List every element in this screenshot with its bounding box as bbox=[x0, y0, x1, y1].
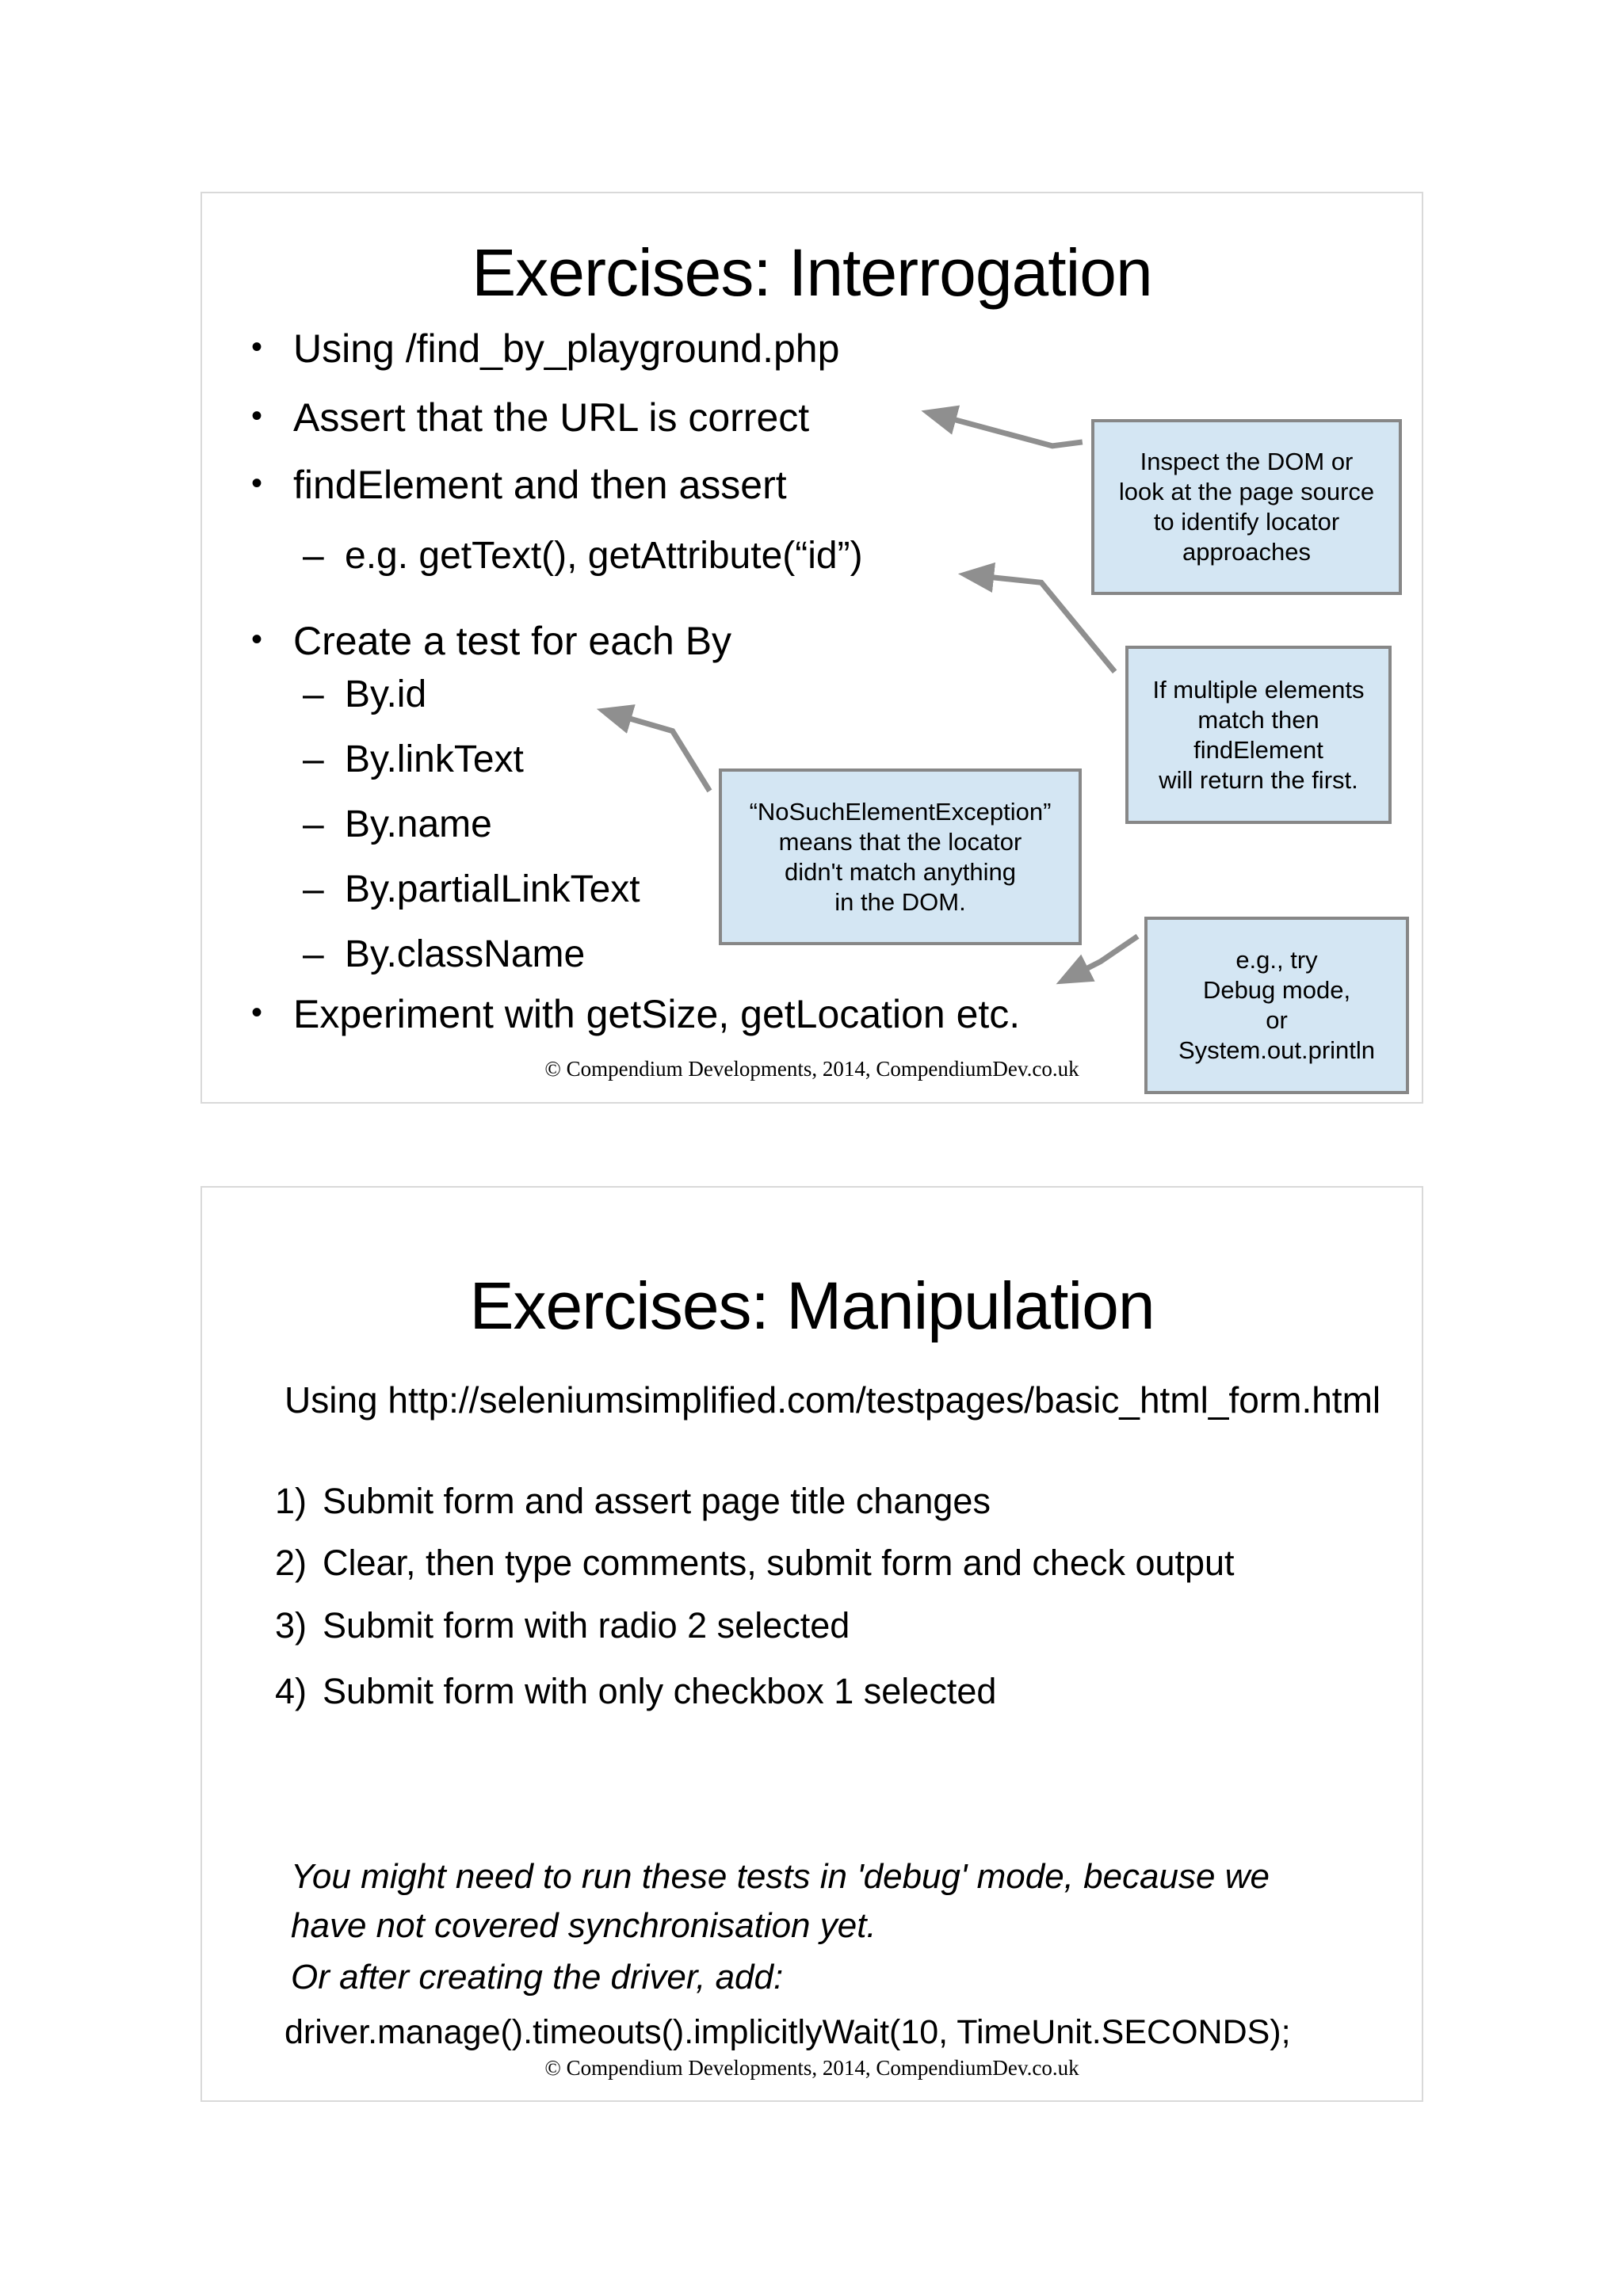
arrow-nosuchelement bbox=[596, 704, 712, 793]
dash-icon: – bbox=[303, 673, 324, 715]
callout-line: findElement bbox=[1193, 735, 1323, 764]
slide-interrogation: Exercises: Interrogation • Using /find_b… bbox=[200, 192, 1423, 1104]
callout-line: Inspect the DOM or bbox=[1140, 448, 1354, 475]
dash-icon: – bbox=[303, 535, 324, 577]
slide2-title: Exercises: Manipulation bbox=[469, 1268, 1155, 1343]
callout-debug-mode: e.g., try Debug mode, or System.out.prin… bbox=[1144, 917, 1409, 1094]
callout-line: look at the page source bbox=[1118, 478, 1375, 505]
item-text: Clear, then type comments, submit form a… bbox=[323, 1543, 1235, 1583]
callout-line: or bbox=[1266, 1006, 1288, 1034]
callout-line: Debug mode, bbox=[1202, 976, 1351, 1004]
bullet-text: findElement and then assert bbox=[293, 463, 787, 507]
slide1-copyright: © Compendium Developments, 2014, Compend… bbox=[544, 1057, 1079, 1081]
dash-icon: – bbox=[303, 868, 324, 910]
bullet-text: By.partialLinkText bbox=[345, 868, 640, 910]
bullet-text: By.name bbox=[345, 803, 492, 845]
dash-icon: – bbox=[303, 738, 324, 780]
callout-line: to identify locator bbox=[1153, 508, 1340, 536]
bullet-text: Create a test for each By bbox=[293, 619, 732, 663]
bullet-icon: • bbox=[251, 995, 263, 1030]
callout-line: match then bbox=[1197, 705, 1319, 734]
bullet-text: Assert that the URL is correct bbox=[293, 395, 810, 440]
slide-manipulation: Exercises: Manipulation Using http://sel… bbox=[200, 1186, 1423, 2102]
intro-url-line: Using http://seleniumsimplified.com/test… bbox=[285, 1379, 1381, 1421]
code-line: driver.manage().timeouts().implicitlyWai… bbox=[285, 2013, 1291, 2051]
slide1-title: Exercises: Interrogation bbox=[472, 235, 1152, 310]
debug-note-line2: have not covered synchronisation yet. bbox=[291, 1906, 876, 1945]
bullet-text: e.g. getText(), getAttribute(“id”) bbox=[345, 535, 863, 577]
bullet-text: By.id bbox=[345, 673, 427, 715]
callout-line: System.out.println bbox=[1178, 1036, 1376, 1064]
callout-line: approaches bbox=[1182, 538, 1311, 566]
callout-line: didn't match anything bbox=[785, 857, 1016, 886]
bullet-text: By.className bbox=[345, 933, 586, 975]
bullet-icon: • bbox=[251, 622, 263, 657]
item-text: Submit form with radio 2 selected bbox=[323, 1605, 850, 1646]
item-number: 3) bbox=[275, 1605, 307, 1646]
callout-nosuchelement: “NoSuchElementException” means that the … bbox=[719, 769, 1082, 945]
dash-icon: – bbox=[303, 933, 324, 975]
bullet-text: Using /find_by_playground.php bbox=[293, 326, 840, 371]
bullet-text: By.linkText bbox=[345, 738, 524, 780]
callout-line: in the DOM. bbox=[834, 887, 966, 916]
callout-line: e.g., try bbox=[1235, 946, 1318, 974]
item-text: Submit form and assert page title change… bbox=[323, 1481, 991, 1521]
callout-multiple-elements: If multiple elements match then findElem… bbox=[1125, 646, 1392, 824]
dash-icon: – bbox=[303, 803, 324, 845]
bullet-text: Experiment with getSize, getLocation etc… bbox=[293, 992, 1021, 1036]
callout-line: “NoSuchElementException” bbox=[749, 797, 1052, 826]
callout-line: will return the first. bbox=[1159, 765, 1358, 794]
slide2-copyright: © Compendium Developments, 2014, Compend… bbox=[544, 2056, 1079, 2080]
bullet-icon: • bbox=[251, 466, 263, 501]
callout-line: means that the locator bbox=[778, 827, 1022, 856]
item-number: 1) bbox=[275, 1481, 307, 1521]
driver-note: Or after creating the driver, add: bbox=[291, 1958, 784, 1997]
arrow-inspect-dom bbox=[921, 405, 1083, 449]
bullet-icon: • bbox=[251, 330, 263, 364]
callout-inspect-dom: Inspect the DOM or look at the page sour… bbox=[1091, 419, 1402, 595]
item-text: Submit form with only checkbox 1 selecte… bbox=[323, 1671, 997, 1711]
item-number: 2) bbox=[275, 1543, 307, 1583]
item-number: 4) bbox=[275, 1671, 307, 1711]
debug-note-line1: You might need to run these tests in 'de… bbox=[291, 1857, 1270, 1896]
callout-line: If multiple elements bbox=[1152, 675, 1365, 704]
bullet-icon: • bbox=[251, 399, 263, 433]
